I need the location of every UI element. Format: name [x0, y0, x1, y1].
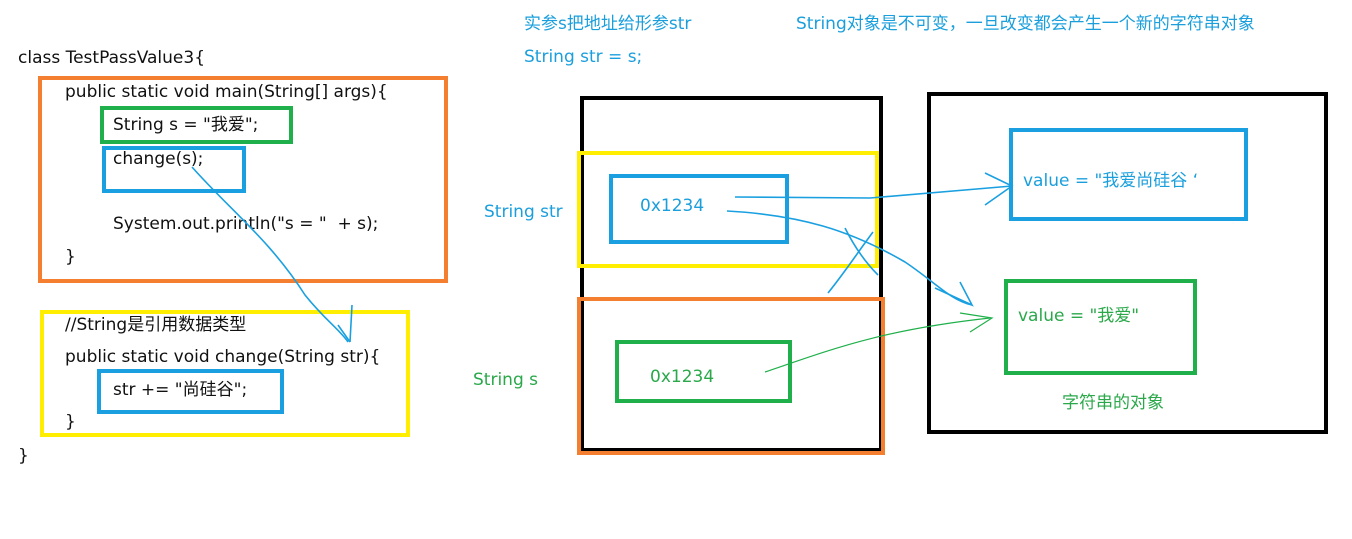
new-string-object-value: value = "我爱尚硅谷 ‘: [1023, 171, 1199, 191]
code-main-signature: public static void main(String[] args){: [65, 82, 388, 102]
s-address-value: 0x1234: [650, 367, 715, 387]
s-variable-label: String s: [473, 370, 538, 390]
code-change-call: change(s);: [113, 149, 204, 169]
original-string-object-box: [1004, 279, 1197, 375]
str-address-value: 0x1234: [640, 196, 705, 216]
str-address-box: [609, 174, 789, 244]
code-str-append: str += "尚硅谷";: [113, 380, 248, 400]
note-arg-pass-code: String str = s;: [524, 47, 643, 67]
code-string-s: String s = "我爱";: [113, 115, 259, 135]
str-append-box: [97, 369, 284, 414]
code-close-change: }: [65, 412, 76, 432]
code-comment: //String是引用数据类型: [65, 315, 247, 335]
note-immutable: String对象是不可变，一旦改变都会产生一个新的字符串对象: [796, 14, 1255, 34]
code-class-declaration: class TestPassValue3{: [18, 48, 206, 68]
string-s-declaration-box: [100, 106, 293, 144]
note-arg-pass: 实参s把地址给形参str: [524, 14, 692, 34]
original-string-object-value: value = "我爱": [1018, 306, 1140, 326]
str-variable-label: String str: [484, 202, 563, 222]
code-close-main: }: [65, 247, 76, 267]
original-object-caption: 字符串的对象: [1062, 393, 1164, 413]
code-println: System.out.println("s = " + s);: [113, 214, 379, 234]
code-change-signature: public static void change(String str){: [65, 347, 381, 367]
code-close-class: }: [18, 446, 29, 466]
